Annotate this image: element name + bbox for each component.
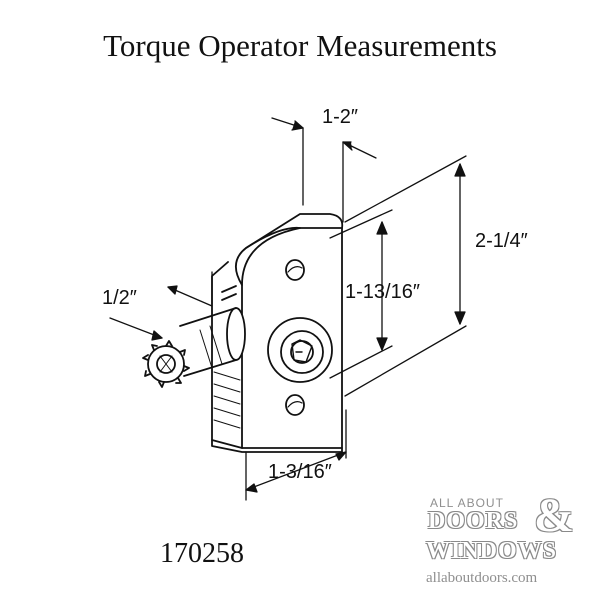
splined-end xyxy=(142,340,190,388)
diagram-title: Torque Operator Measurements xyxy=(103,28,497,63)
logo-line3: WINDOWS xyxy=(426,538,558,564)
logo-ampersand: & xyxy=(534,489,574,542)
logo-line2: DOORS xyxy=(428,508,519,534)
base-width-dimension xyxy=(245,409,347,501)
operator-body xyxy=(211,213,344,453)
hole-spacing-label: 1-13/16″ xyxy=(345,281,420,303)
drive-hub xyxy=(267,317,333,383)
logo-url: allaboutdoors.com xyxy=(426,570,538,586)
base-width-label: 1-3/16″ xyxy=(268,461,332,483)
overall-height-dimension xyxy=(344,155,467,397)
upper-mounting-hole xyxy=(285,259,305,281)
lower-mounting-hole xyxy=(285,394,305,416)
overall-height-label: 2-1/4″ xyxy=(475,230,528,252)
logo-line1: ALL ABOUT xyxy=(430,496,504,510)
shaft-length-label: 1/2″ xyxy=(102,287,137,309)
hole-spacing-dimension xyxy=(329,209,393,379)
top-width-label: 1-2″ xyxy=(322,106,358,128)
shaft-length-dimension xyxy=(109,271,213,341)
part-number: 170258 xyxy=(160,538,244,569)
drive-shaft xyxy=(179,307,246,377)
top-width-dimension xyxy=(271,117,377,223)
brand-logo: ALL ABOUT DOORS & WINDOWS allaboutdoors.… xyxy=(424,489,594,594)
